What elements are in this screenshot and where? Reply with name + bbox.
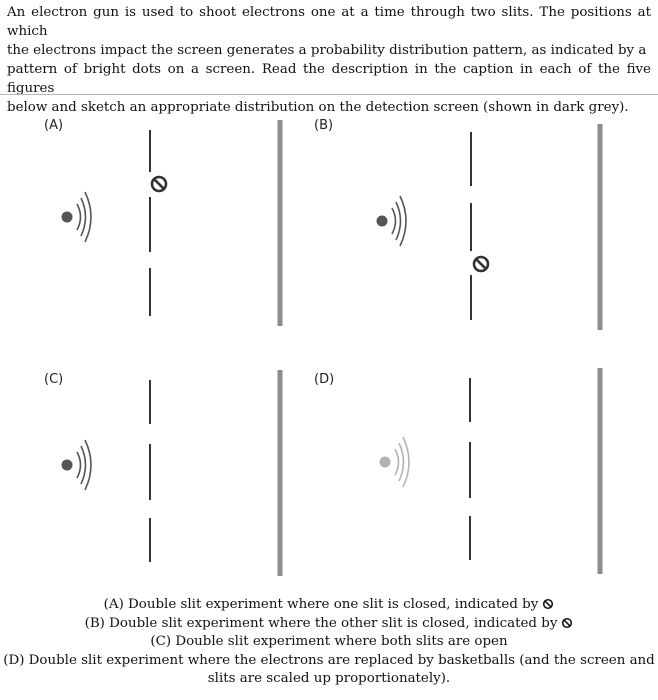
caption-c: (C) Double slit experiment where both sl… [150, 634, 508, 649]
captions: (A) Double slit experiment where one sli… [0, 596, 658, 689]
closed-slit-icon [472, 255, 490, 273]
experiment-diagram [61, 120, 603, 576]
intro-line: An electron gun is used to shoot electro… [7, 5, 651, 39]
panel-label-d: (D) [314, 372, 335, 387]
intro-line: below and sketch an appropriate distribu… [7, 100, 629, 115]
electron-gun-source-icon [379, 436, 410, 488]
caption-d-line1: (D) Double slit experiment where the ele… [3, 652, 655, 668]
panel-label-a: (A) [44, 118, 64, 133]
intro-text: An electron gun is used to shoot electro… [7, 3, 651, 117]
caption-a: (A) Double slit experiment where one sli… [0, 596, 658, 615]
panel-label-b: (B) [314, 118, 334, 133]
closed-slit-icon [543, 598, 554, 610]
closed-slit-icon [562, 617, 573, 628]
intro-line: the electrons impact the screen generate… [7, 43, 647, 58]
closed-slit-icon [150, 175, 168, 193]
electron-gun-source-icon [376, 195, 407, 247]
panel-d [379, 368, 603, 574]
panel-label-c: (C) [44, 372, 64, 387]
caption-b-text: (B) Double slit experiment where the oth… [84, 615, 558, 631]
caption-a-text: (A) Double slit experiment where one sli… [103, 597, 539, 612]
intro-line: pattern of bright dots on a screen. Read… [7, 62, 651, 96]
electron-gun-source-icon [61, 191, 92, 243]
panel-b [376, 124, 603, 330]
electron-gun-source-icon [61, 439, 92, 491]
panel-c [61, 370, 283, 576]
panel-a [61, 120, 283, 326]
divider [0, 94, 658, 95]
caption-d-line2: slits are scaled up proportionately). [207, 671, 451, 686]
caption-b: (B) Double slit experiment where the oth… [0, 615, 658, 634]
